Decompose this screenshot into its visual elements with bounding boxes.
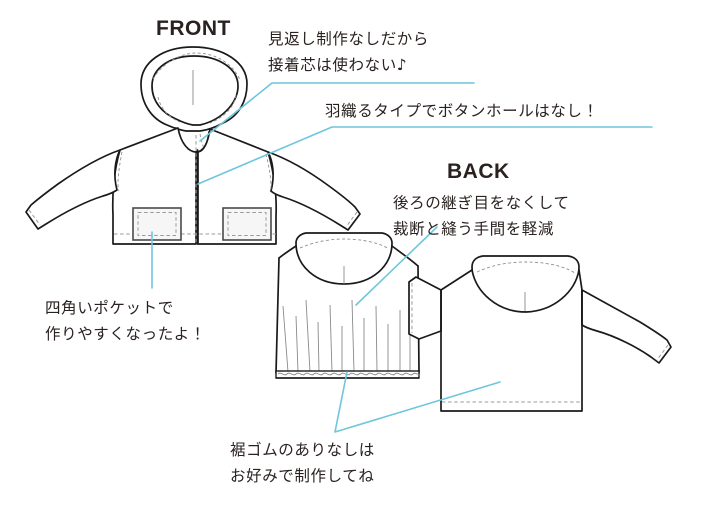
back-top-gathered-illustration bbox=[275, 232, 421, 379]
hood-neck-roll bbox=[175, 127, 210, 153]
annotation-back-seam: 後ろの継ぎ目をなくして 裁断と縫う手間を軽減 bbox=[393, 190, 570, 242]
annotation-interfacing-line1: 見返し制作なしだから bbox=[268, 30, 430, 48]
elastic-hem-casing bbox=[275, 370, 421, 379]
annotation-pocket-line1: 四角いポケットで bbox=[45, 299, 174, 317]
leader-buttonhole bbox=[197, 126, 653, 185]
jacket-right-pocket bbox=[222, 207, 272, 241]
annotation-hem-elastic-line2: お好みで制作してね bbox=[230, 467, 375, 485]
hood-top-stitch bbox=[152, 52, 241, 81]
annotation-interfacing-line2: 接着芯は使わない♪ bbox=[268, 56, 408, 74]
plain-right-cuff-stitch bbox=[656, 344, 669, 361]
neck-band-stitch bbox=[299, 238, 390, 250]
annotation-interfacing: 見返し制作なしだから 接着芯は使わない♪ bbox=[268, 26, 429, 78]
annotation-hem-elastic: 裾ゴムのありなしは お好みで制作してね bbox=[230, 437, 375, 489]
front-heading: FRONT bbox=[156, 17, 231, 40]
gathered-hem-wrinkles bbox=[282, 299, 411, 373]
plain-neck-band-stitch bbox=[476, 261, 576, 274]
plain-top-right-sleeve bbox=[581, 289, 672, 364]
jacket-right-sleeve bbox=[267, 151, 361, 231]
back-top-plain-illustration bbox=[408, 255, 672, 412]
annotation-pocket-line2: 作りやすくなったよ！ bbox=[45, 325, 207, 343]
annotation-hem-elastic-line1: 裾ゴムのありなしは bbox=[230, 441, 375, 459]
hood-inner-edge bbox=[151, 55, 239, 126]
hood-outer bbox=[140, 46, 248, 132]
hood-roll-stitch bbox=[199, 133, 207, 153]
gathered-top-neck-band bbox=[295, 232, 393, 285]
leader-hem-elastic bbox=[334, 371, 501, 433]
right-armhole-stitch bbox=[265, 153, 272, 193]
plain-top-left-sleeve bbox=[408, 276, 442, 340]
annotation-buttonhole-line1: 羽織るタイプでボタンホールはなし！ bbox=[325, 102, 599, 120]
gathered-right-shoulder bbox=[391, 245, 419, 267]
gathered-right-side bbox=[417, 265, 420, 374]
right-cuff-stitch bbox=[345, 211, 358, 228]
plain-top-body bbox=[440, 269, 583, 412]
left-cuff-stitch bbox=[28, 209, 41, 226]
left-armhole-stitch bbox=[117, 151, 123, 192]
hood-side-stitch bbox=[209, 94, 237, 124]
gathered-left-side bbox=[275, 257, 280, 374]
plain-top-neck-band bbox=[471, 255, 580, 314]
gathered-left-shoulder bbox=[278, 245, 297, 259]
annotation-back-seam-line2: 裁断と縫う手間を軽減 bbox=[393, 220, 555, 238]
leader-lines bbox=[151, 82, 653, 433]
jacket-left-front-panel bbox=[111, 127, 197, 245]
back-heading: BACK bbox=[447, 160, 510, 183]
jacket-right-front-panel bbox=[197, 128, 278, 245]
annotation-pocket: 四角いポケットで 作りやすくなったよ！ bbox=[45, 295, 206, 347]
hood-side-stitch-left bbox=[157, 96, 181, 123]
jacket-left-sleeve bbox=[25, 149, 121, 230]
jacket-left-pocket bbox=[132, 207, 182, 241]
annotation-back-seam-line1: 後ろの継ぎ目をなくして bbox=[393, 194, 570, 212]
annotation-buttonhole: 羽織るタイプでボタンホールはなし！ bbox=[325, 98, 599, 124]
